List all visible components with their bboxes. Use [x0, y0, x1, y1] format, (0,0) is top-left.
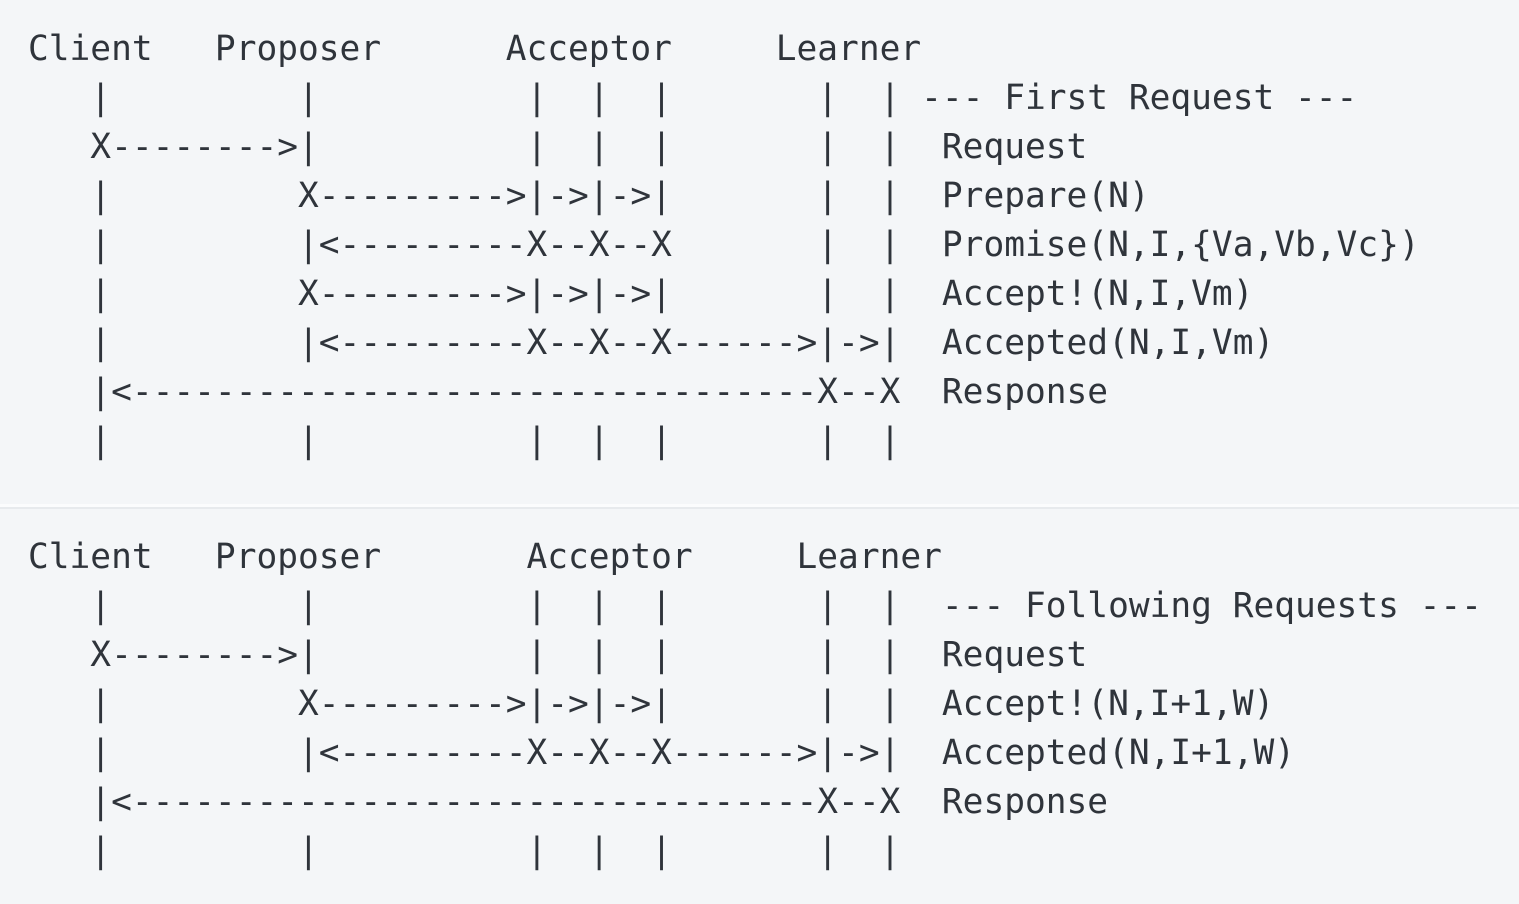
- code-block-first-request: Client Proposer Acceptor Learner | | | |…: [28, 29, 1420, 461]
- code-block-following-requests: Client Proposer Acceptor Learner | | | |…: [0, 509, 1519, 904]
- section-divider: [0, 504, 1519, 509]
- ascii-art-following-requests: Client Proposer Acceptor Learner | | | |…: [28, 537, 1482, 871]
- ascii-art-first-request: Client Proposer Acceptor Learner | | | |…: [28, 29, 1420, 461]
